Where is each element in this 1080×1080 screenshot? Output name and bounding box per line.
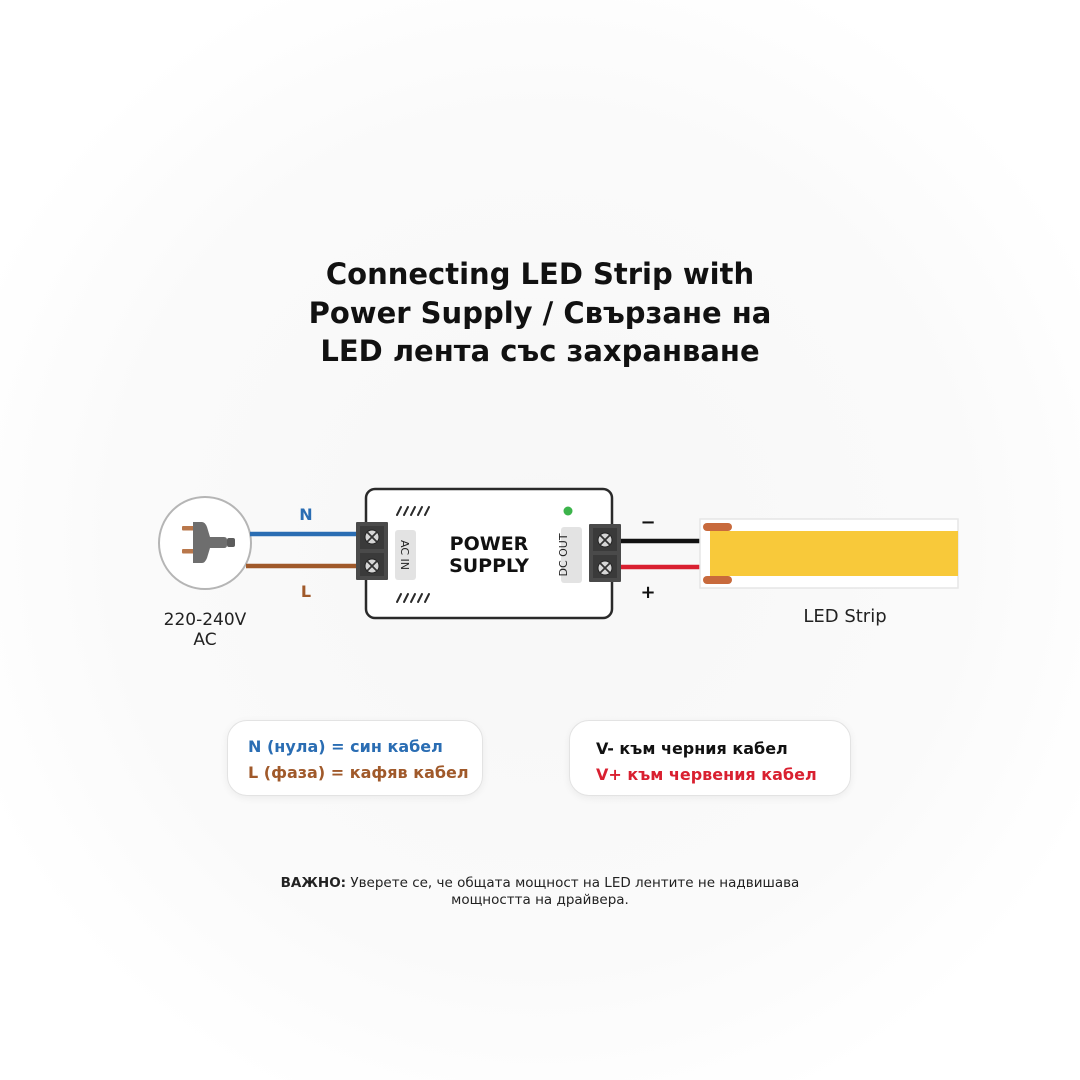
vent-slots-top (396, 506, 430, 516)
ac-plug-icon (158, 496, 252, 590)
legend-neutral-line: N (нула) = син кабел (248, 737, 443, 756)
dc-out-label: DC OUT (557, 533, 570, 576)
dc-out-badge (561, 527, 582, 583)
legend-live-line: L (фаза) = кафяв кабел (248, 763, 469, 782)
dc-wire-legend: V- към черния кабел V+ към червения кабе… (569, 720, 851, 796)
neutral-label: N (299, 505, 312, 524)
solder-pad-top (703, 523, 732, 531)
minus-label: − (640, 512, 655, 533)
plus-label: + (640, 582, 655, 603)
plug-pin-bottom (182, 549, 194, 554)
led-strip-phosphor (710, 531, 958, 576)
title-line-1: Connecting LED Strip with (325, 257, 755, 291)
ac-in-badge (395, 530, 416, 580)
power-supply-label-line1: POWER (450, 533, 529, 555)
title-line-2: Power Supply / Свързане на (308, 295, 772, 330)
title-line-3: LED лента със захранване (320, 334, 760, 368)
plug-cable-stub (227, 538, 235, 547)
ac-in-label: AC IN (398, 540, 411, 570)
status-led-icon (563, 506, 573, 516)
important-note-text: Уверете се, че общата мощност на LED лен… (346, 875, 800, 908)
live-label: L (301, 582, 311, 601)
plug-pin-top (182, 526, 194, 531)
solder-pad-bottom (703, 576, 732, 584)
legend-negative-line: V- към черния кабел (596, 739, 788, 758)
ac-label: AC (193, 630, 216, 650)
page-title: Connecting LED Strip with Power Supply /… (240, 255, 840, 371)
led-strip (699, 518, 959, 589)
legend-positive-line: V+ към червения кабел (596, 765, 817, 784)
led-strip-label: LED Strip (803, 606, 886, 627)
power-supply-label-line2: SUPPLY (449, 555, 529, 577)
plug-body (193, 522, 227, 563)
important-note: ВАЖНО: Уверете се, че общата мощност на … (270, 875, 810, 909)
ac-terminal-block (356, 522, 388, 580)
vent-slots-bottom (396, 593, 430, 603)
ac-wire-legend: N (нула) = син кабел L (фаза) = кафяв ка… (227, 720, 483, 796)
ac-voltage-label: 220-240V (164, 610, 247, 630)
important-note-label: ВАЖНО: (280, 875, 347, 891)
dc-terminal-block (589, 524, 621, 582)
